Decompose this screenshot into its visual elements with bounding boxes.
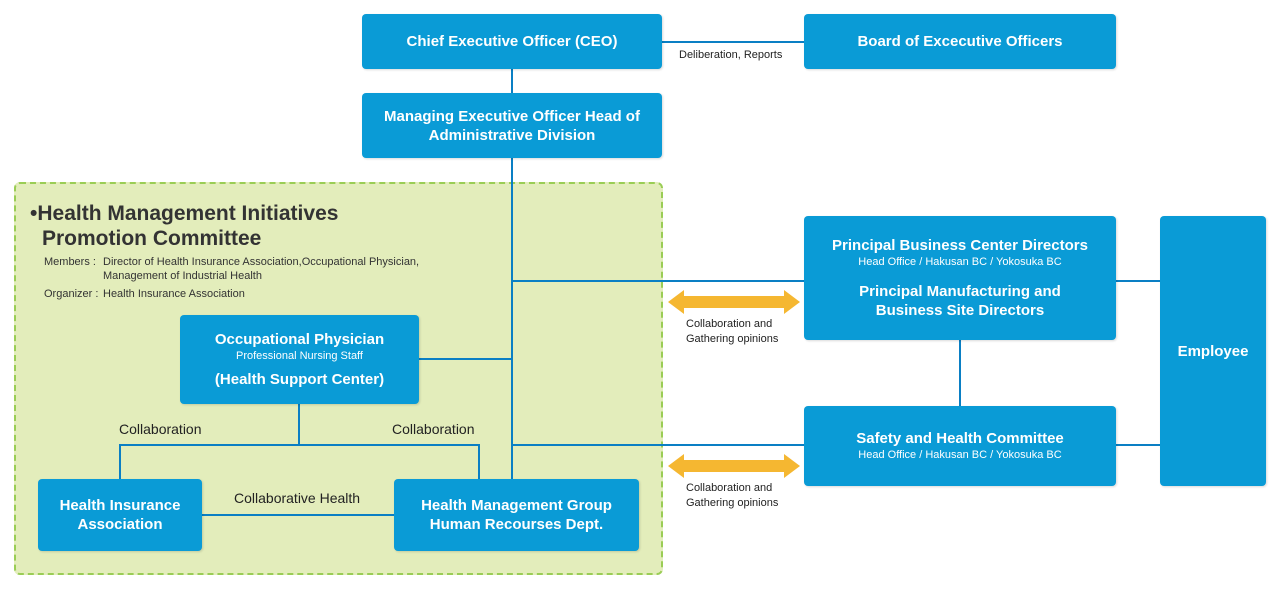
committee-members-line2: Management of Industrial Health — [103, 270, 262, 282]
connector-pbc-employee — [1116, 280, 1160, 282]
pbc-title: Principal Business Center Directors — [832, 237, 1088, 254]
ceo-box: Chief Executive Officer (CEO) — [362, 14, 662, 69]
connector-main-pbc — [512, 280, 804, 282]
board-box: Board of Excecutive Officers — [804, 14, 1116, 69]
arrow2-label-line1: Collaboration and — [686, 482, 773, 494]
connector-hia-hmg — [202, 514, 394, 516]
committee-members-label: Members : — [44, 256, 96, 268]
arrow1-label: Collaboration and Gathering opinions — [686, 317, 778, 347]
connector-main-vertical — [511, 158, 513, 480]
pbc-title2-line2: Business Site Directors — [875, 302, 1045, 319]
hmg-title-line2: Human Recourses Dept. — [429, 516, 604, 533]
meo-box: Managing Executive Officer Head of Admin… — [362, 93, 662, 158]
hmg-box: Health Management Group Human Recourses … — [394, 479, 639, 551]
deliberation-label: Deliberation, Reports — [679, 49, 783, 61]
committee-title-line1: •Health Management Initiatives — [30, 202, 339, 225]
employee-box: Employee — [1160, 216, 1266, 486]
double-arrow-icon — [668, 290, 800, 314]
board-title: Board of Excecutive Officers — [857, 33, 1063, 50]
collab-right-label: Collaboration — [392, 421, 475, 437]
committee-members-line1: Director of Health Insurance Association… — [103, 256, 420, 268]
connector-collab-horizontal — [119, 444, 480, 446]
committee-title-line2: Promotion Committee — [42, 227, 262, 250]
physician-subtitle: Professional Nursing Staff — [236, 350, 363, 362]
employee-title: Employee — [1177, 342, 1249, 360]
committee-organizer-label: Organizer : — [44, 288, 99, 300]
meo-title: Managing Executive Officer Head of Admin… — [384, 107, 640, 144]
connector-collab-right — [478, 444, 480, 479]
physician-title: Occupational Physician — [214, 331, 385, 348]
hia-box: Health Insurance Association — [38, 479, 202, 551]
connector-ceo-meo — [511, 69, 513, 93]
collab-health-label: Collaborative Health — [234, 490, 361, 506]
arrow1-label-line1: Collaboration and — [686, 318, 773, 330]
shc-title: Safety and Health Committee — [856, 430, 1064, 447]
shc-subtitle: Head Office / Hakusan BC / Yokosuka BC — [858, 449, 1062, 461]
connector-shc-employee — [1116, 444, 1160, 446]
arrow2-label: Collaboration and Gathering opinions — [686, 481, 778, 511]
arrow2-label-line2: Gathering opinions — [686, 497, 779, 509]
connector-main-shc — [512, 444, 804, 446]
committee-organizer-value: Health Insurance Association — [103, 288, 245, 300]
committee-title: •Health Management Initiatives Promotion… — [30, 201, 338, 251]
connector-physician-main — [419, 358, 512, 360]
physician-title2: (Health Support Center) — [214, 371, 385, 388]
pbc-title2-line1: Principal Manufacturing and — [859, 283, 1061, 300]
shc-box: Safety and Health Committee Head Office … — [804, 406, 1116, 486]
physician-box: Occupational Physician Professional Nurs… — [180, 315, 419, 404]
collab-left-label: Collaboration — [119, 421, 202, 437]
pbc-subtitle: Head Office / Hakusan BC / Yokosuka BC — [858, 256, 1062, 268]
connector-physician-down — [298, 404, 300, 444]
double-arrow-icon — [668, 454, 800, 478]
connector-collab-left — [119, 444, 121, 479]
hia-title: Health Insurance Association — [59, 497, 181, 533]
arrow1-label-line2: Gathering opinions — [686, 333, 779, 345]
ceo-title: Chief Executive Officer (CEO) — [406, 33, 618, 50]
connector-pbc-shc — [959, 340, 961, 406]
hmg-title-line1: Health Management Group — [421, 497, 612, 514]
connector-ceo-board — [662, 41, 804, 43]
pbc-box: Principal Business Center Directors Head… — [804, 216, 1116, 340]
